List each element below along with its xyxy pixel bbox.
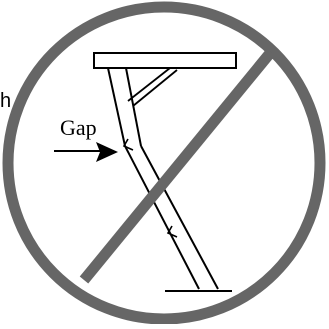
upper-rail [107, 67, 142, 147]
gap-label: Gap [60, 115, 97, 140]
brace [127, 67, 178, 107]
arrow-head [96, 142, 118, 162]
cropped-edge-text: h [0, 90, 12, 112]
lower-rail [124, 145, 219, 290]
platform-plank [93, 52, 237, 69]
gap-pointer [54, 142, 118, 162]
no-symbol-icon [2, 1, 326, 325]
joint-markers [122, 138, 178, 238]
